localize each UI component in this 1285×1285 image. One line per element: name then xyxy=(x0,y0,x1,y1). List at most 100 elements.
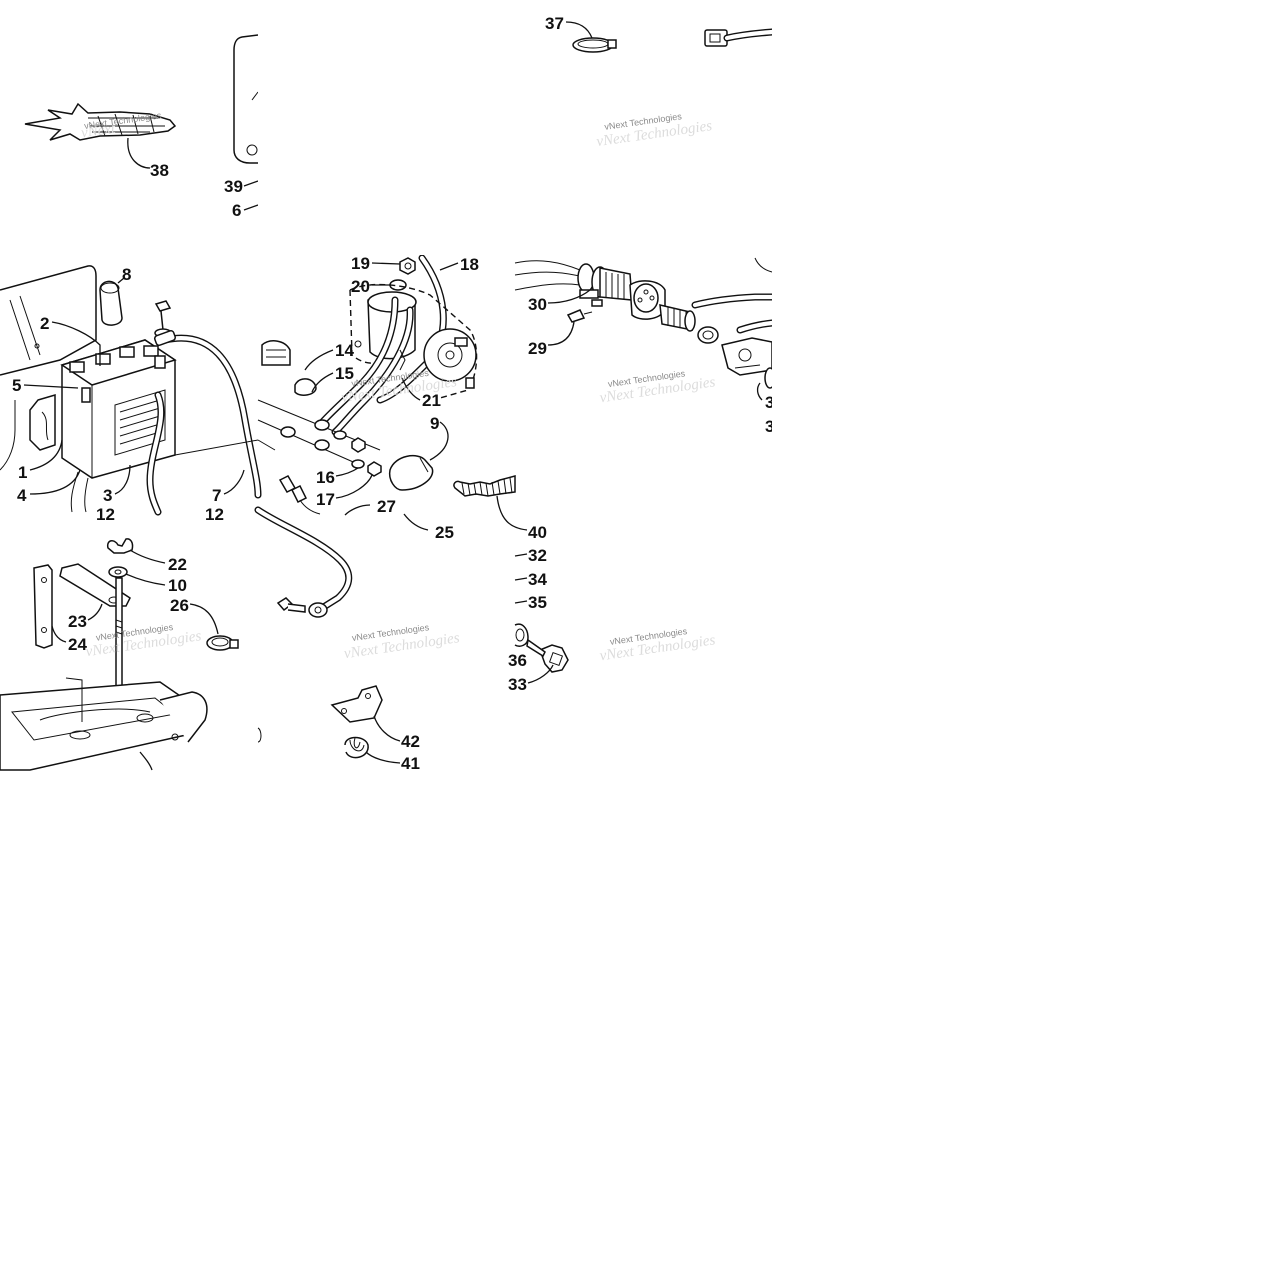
leader-18 xyxy=(439,262,459,271)
leader-30 xyxy=(547,289,591,304)
connector-top-right xyxy=(704,28,776,47)
leader-17 xyxy=(335,474,373,499)
part-15 xyxy=(294,378,317,396)
leader-1 xyxy=(29,439,63,471)
leader-2 xyxy=(51,321,101,366)
leader-29 xyxy=(547,321,575,346)
leader-42 xyxy=(373,715,401,742)
switch-plate xyxy=(721,337,773,376)
callout-33: 33 xyxy=(508,675,527,694)
callout-35: 35 xyxy=(528,593,547,612)
callout-16: 16 xyxy=(316,468,335,487)
callout-34: 34 xyxy=(528,570,547,589)
battery-bracket-plate xyxy=(0,265,97,376)
leader-23 xyxy=(87,603,103,621)
part-41-clamp xyxy=(344,736,369,759)
callout-41: 41 xyxy=(401,754,420,773)
callout-2: 2 xyxy=(40,314,49,333)
callout-14: 14 xyxy=(335,341,354,360)
part-40-spring xyxy=(453,475,516,497)
solenoid-wires xyxy=(316,296,414,436)
leader-5 xyxy=(23,384,79,389)
leader-6 xyxy=(243,204,259,211)
part-9-boot xyxy=(388,454,434,491)
callout-23: 23 xyxy=(68,612,87,631)
part-29-terminal xyxy=(566,309,593,323)
callout-3: 3 xyxy=(103,486,112,505)
callout-15: 15 xyxy=(335,364,354,383)
ground-bolt xyxy=(276,597,306,613)
wire-terminals-27 xyxy=(278,475,321,515)
callout-24: 24 xyxy=(68,635,87,654)
callout-6: 6 xyxy=(232,201,241,220)
callout-1: 1 xyxy=(18,463,27,482)
battery-tray xyxy=(0,677,208,771)
callout-8: 8 xyxy=(122,265,131,284)
watermark-4: vNext Technologies vNext Technologies xyxy=(599,368,717,406)
watermark-7: vNext Technologies vNext Technologies xyxy=(599,626,717,664)
callout-42: 42 xyxy=(401,732,420,751)
switch-nut xyxy=(697,326,719,344)
battery xyxy=(60,339,177,479)
leader-3x xyxy=(756,382,763,401)
part-33-key xyxy=(526,638,569,673)
callout-27: 27 xyxy=(377,497,396,516)
leader-14 xyxy=(304,349,334,371)
part-8-cap xyxy=(99,280,123,326)
part-42-bracket xyxy=(330,685,383,723)
callout-38: 38 xyxy=(150,161,169,180)
callout-18: 18 xyxy=(460,255,479,274)
watermark-6: vNext Technologies vNext Technologies xyxy=(343,622,461,662)
leader-32 xyxy=(514,553,528,557)
part-37-tie-strap xyxy=(572,37,617,53)
watermark-2: vNext Technologies vNext Technologies xyxy=(595,111,713,150)
leader-35 xyxy=(514,600,528,604)
mount-lines xyxy=(257,399,381,466)
key-switch-barrel xyxy=(514,623,529,647)
part-39-panel xyxy=(233,34,259,164)
callout-30: 30 xyxy=(528,295,547,314)
callout-40: 40 xyxy=(528,523,547,542)
svg-text:vNext: vNext xyxy=(80,121,117,142)
battery-cable-negative xyxy=(146,391,165,516)
callout-39: 39 xyxy=(224,177,243,196)
callout-20: 20 xyxy=(351,277,370,296)
leader-19 xyxy=(371,262,401,265)
callout-3x: 3 xyxy=(765,393,774,412)
callout-7: 7 xyxy=(212,486,221,505)
battery-strap-left xyxy=(70,471,89,513)
callout-3y: 3 xyxy=(765,417,774,436)
callout-4: 4 xyxy=(17,486,27,505)
tile-edge-mark xyxy=(257,727,262,743)
watermark-5: vNext Technologies vNext Technologies xyxy=(85,622,203,660)
leader-39 xyxy=(243,180,259,187)
leader-16 xyxy=(335,467,359,477)
callout-19: 19 xyxy=(351,254,370,273)
leader-15 xyxy=(311,372,334,393)
leader-21 xyxy=(401,377,421,401)
tray-base-edge xyxy=(0,400,259,471)
harness-clip-14 xyxy=(261,340,291,366)
leader-9 xyxy=(429,421,449,461)
leader-38 xyxy=(127,137,151,169)
tile-gap-top-center xyxy=(258,0,514,255)
callout-26: 26 xyxy=(170,596,189,615)
switch-cable xyxy=(691,293,776,334)
callout-17: 17 xyxy=(316,490,335,509)
leader-10 xyxy=(125,573,166,586)
battery-side-clip xyxy=(29,393,56,451)
callout-5: 5 xyxy=(12,376,21,395)
leader-27 xyxy=(344,504,371,516)
tile-gap-bottom xyxy=(0,772,1285,1285)
terminal-washers xyxy=(280,419,382,477)
callout-10: 10 xyxy=(168,576,187,595)
part-26-clamp xyxy=(206,635,239,651)
leader-8 xyxy=(117,277,125,284)
leader-3 xyxy=(114,464,131,495)
callout-37: 37 xyxy=(545,14,564,33)
part-38-spark xyxy=(24,102,177,141)
part-22-wing-nut xyxy=(106,538,134,554)
callout-12a: 12 xyxy=(96,505,115,524)
ignition-switch xyxy=(629,280,696,332)
